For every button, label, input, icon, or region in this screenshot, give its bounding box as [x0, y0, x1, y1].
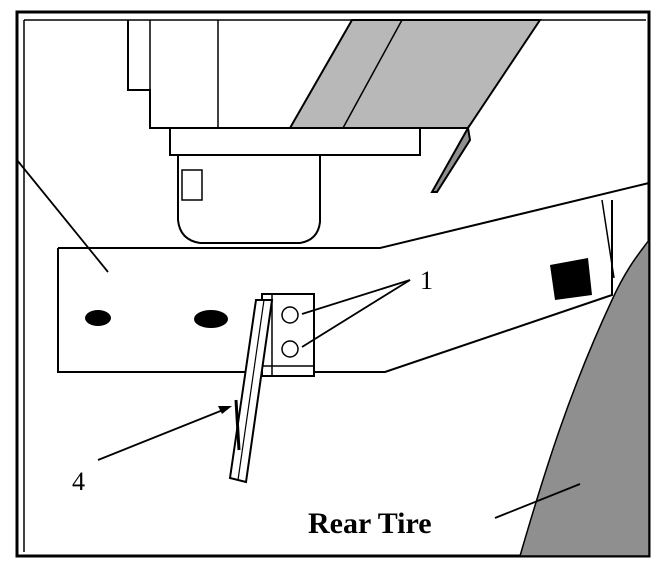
bracket-inner-edge [601, 199, 615, 279]
leader-arrow-4 [218, 406, 232, 414]
bracket-hole-1 [85, 310, 111, 326]
strap-slot [234, 399, 241, 451]
leader-line-1a [301, 279, 411, 315]
housing-base [177, 155, 321, 244]
leader-line-left [16, 159, 109, 273]
callout-1: 1 [420, 266, 433, 295]
rear-tire-shape [519, 237, 650, 557]
panel-divider-line [342, 19, 403, 129]
leader-line-4 [97, 407, 229, 461]
leader-line-tire [494, 483, 581, 519]
housing-tab [181, 169, 203, 201]
bolt-hole-lower [281, 340, 299, 358]
housing-lower-body [169, 128, 421, 156]
bracket-square-hole [550, 258, 592, 300]
bracket-hole-2 [194, 310, 228, 328]
callout-4: 4 [72, 467, 85, 496]
angled-strap-edge [237, 299, 265, 481]
rear-tire-label: Rear Tire [308, 507, 432, 540]
leader-line-1b [301, 279, 411, 348]
panel-flange [430, 125, 472, 193]
bolt-hole-upper [281, 306, 299, 324]
